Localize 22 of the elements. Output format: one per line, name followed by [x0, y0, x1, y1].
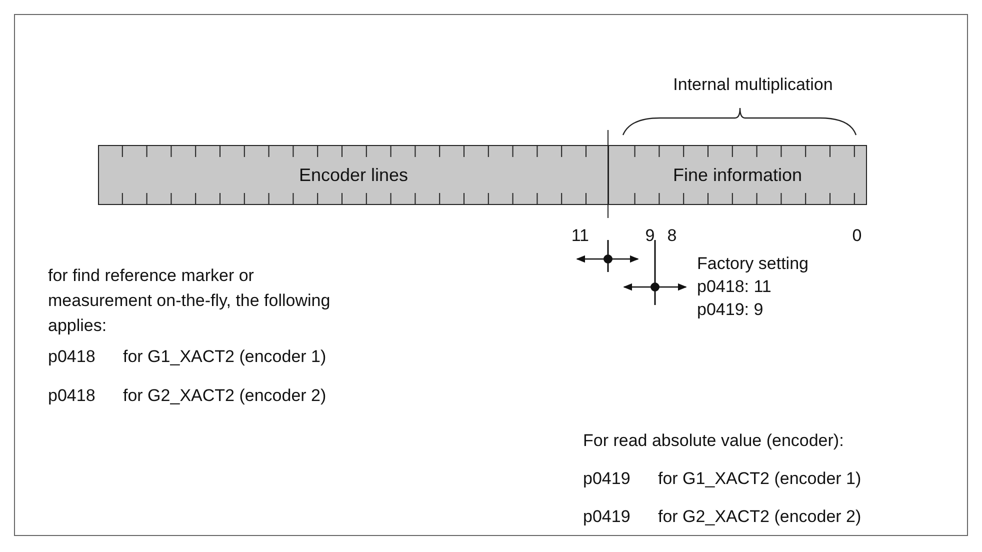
bit-number: 0	[852, 226, 862, 246]
note-text: p0418	[48, 386, 96, 406]
bit-number: 11	[570, 226, 589, 246]
note-text: for G1_XACT2 (encoder 1)	[658, 469, 862, 489]
note-text: for G2_XACT2 (encoder 2)	[123, 386, 326, 406]
note-text: p0419	[583, 469, 630, 489]
note-text: p0419: 9	[697, 300, 764, 320]
bit-field	[98, 145, 608, 205]
note-text: for G2_XACT2 (encoder 2)	[658, 507, 862, 527]
field-label: Fine information	[672, 165, 804, 186]
note-text: p0419	[583, 507, 630, 527]
note-text: p0418	[48, 347, 96, 367]
note-text: Factory setting	[697, 254, 808, 274]
bit-number: 9	[645, 226, 655, 246]
note-text: For read absolute value (encoder):	[583, 431, 844, 451]
field-label: Encoder lines	[298, 165, 410, 186]
bit-field	[608, 145, 867, 205]
note-text: for find reference marker or measurement on-the-fly, the following applies:	[48, 265, 332, 337]
note-text: for G1_XACT2 (encoder 1)	[123, 347, 326, 367]
note-text: Internal multiplication	[673, 75, 833, 95]
note-text: p0418: 11	[697, 277, 772, 297]
bit-number: 8	[667, 226, 677, 246]
